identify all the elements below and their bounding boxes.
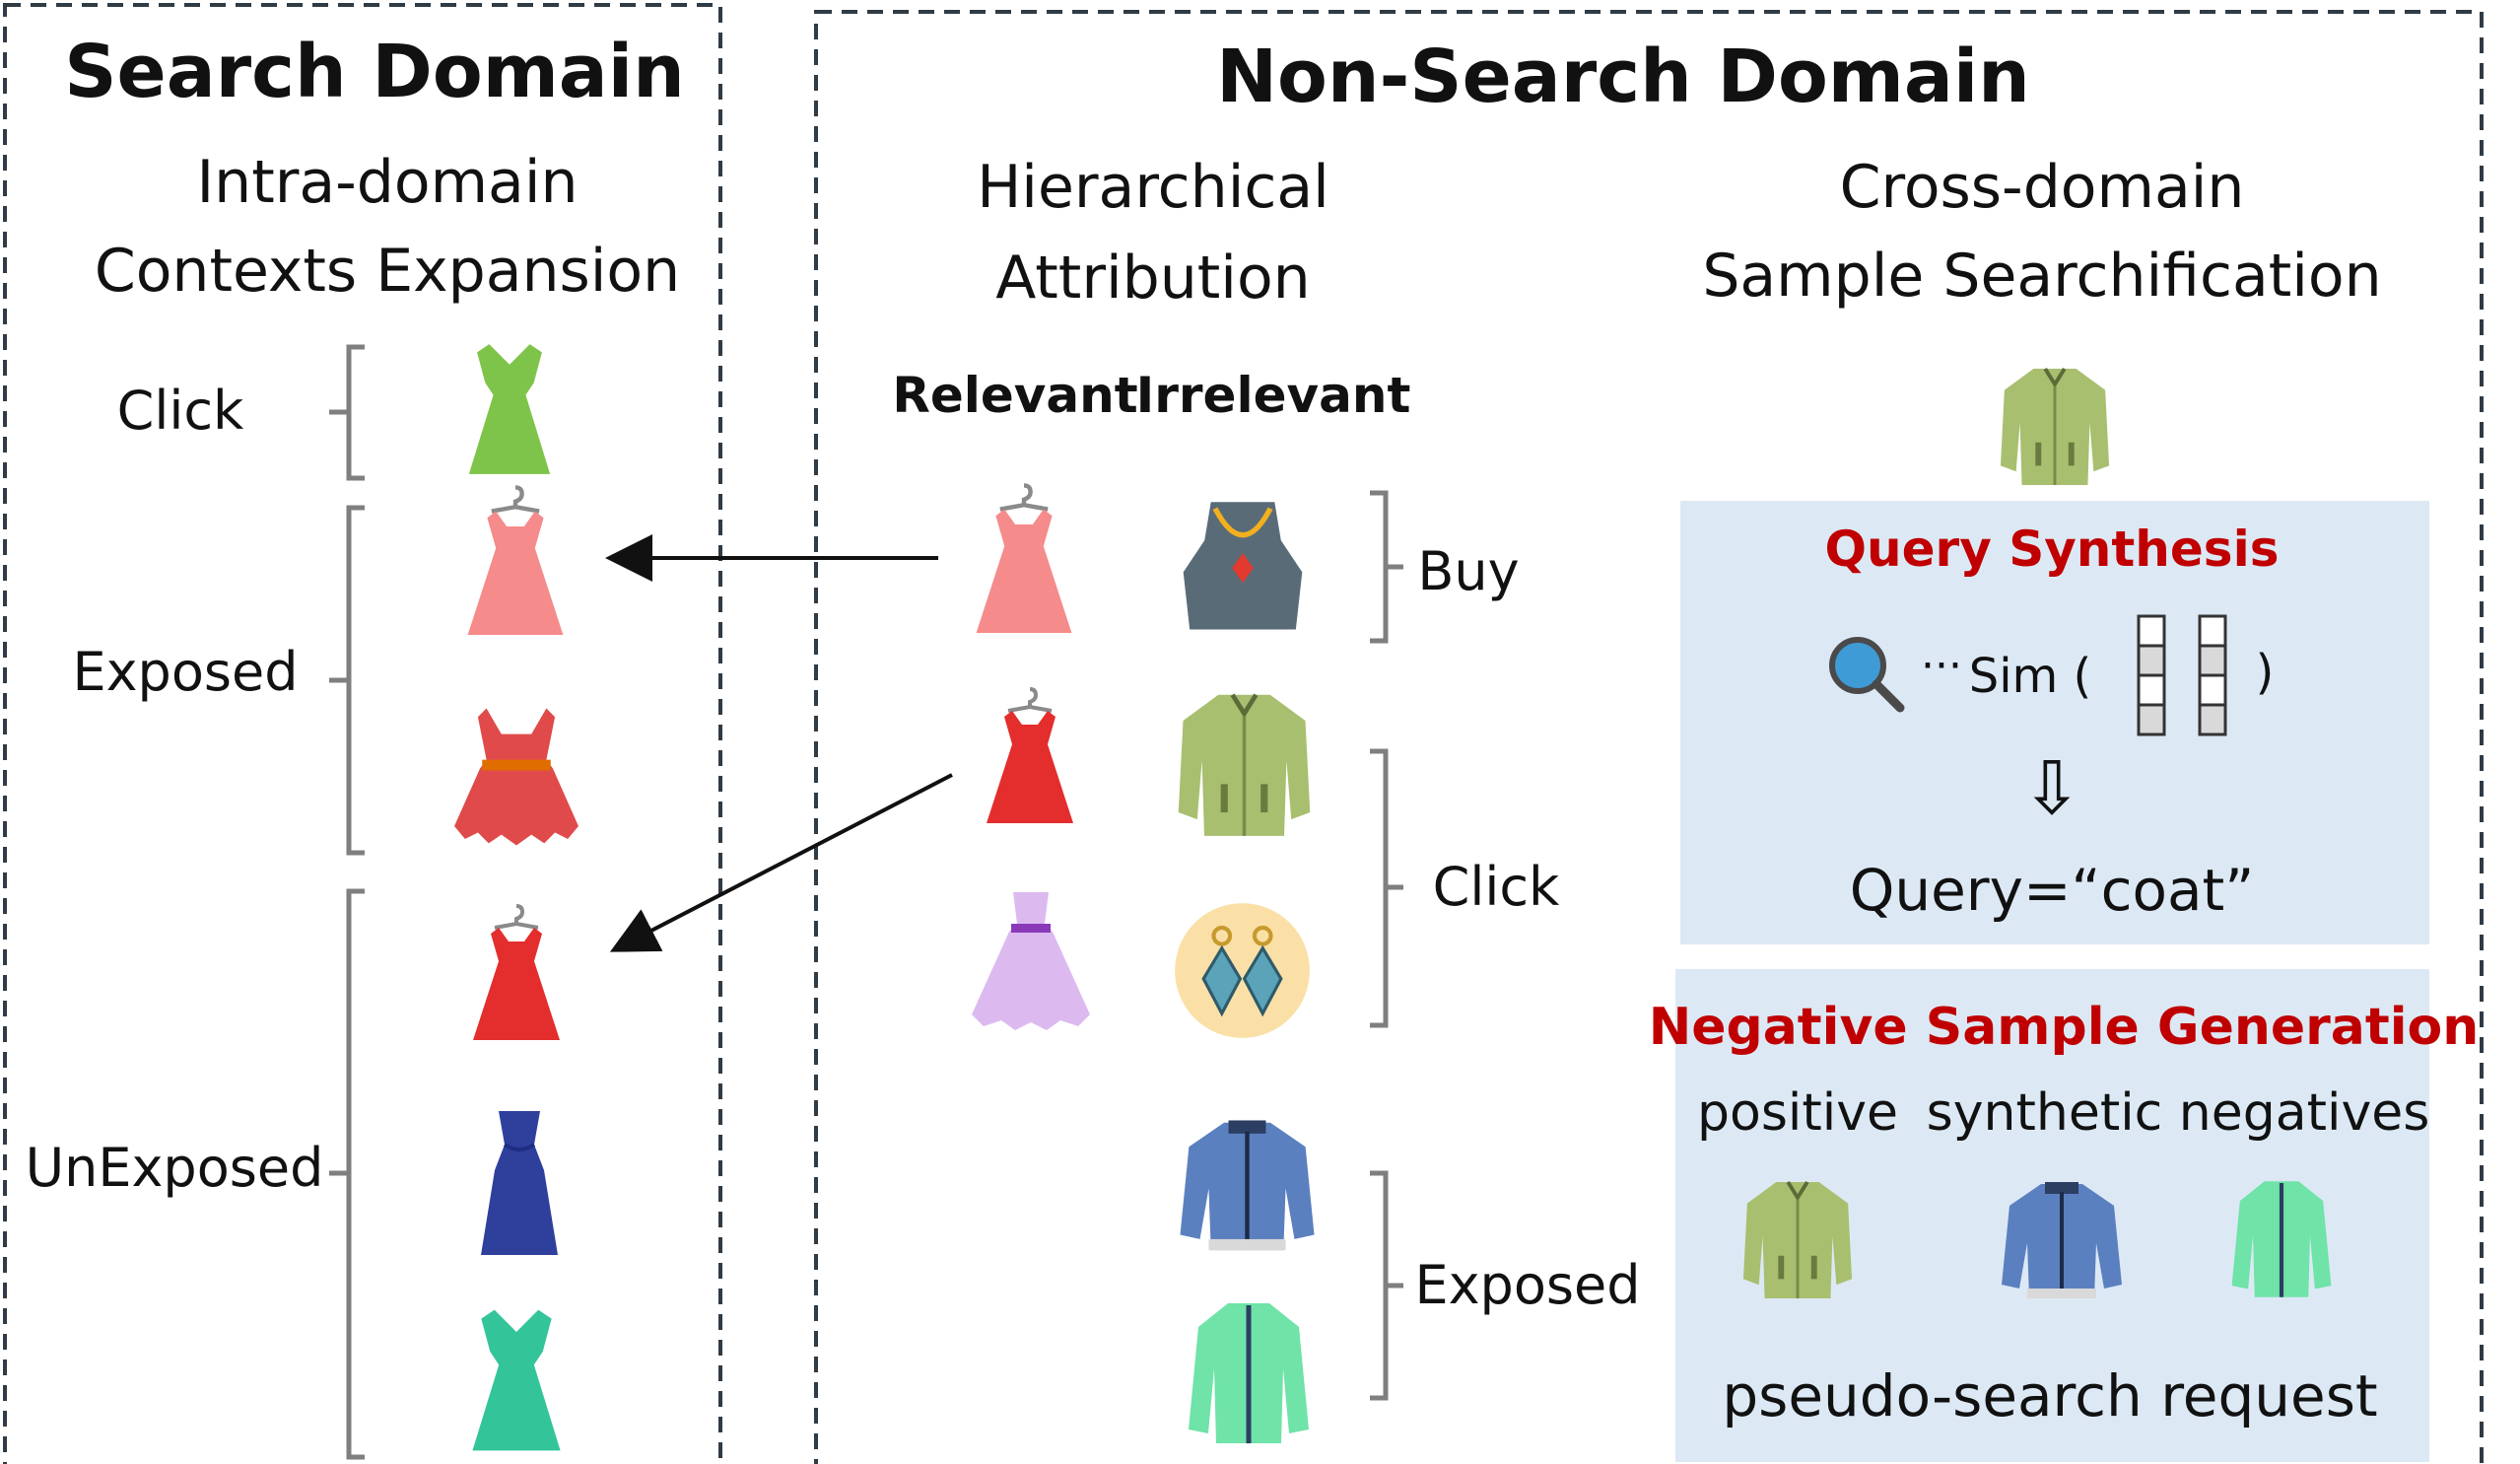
cross-domain-line2: Sample Searchification [1702,242,2381,311]
non-search-domain-title: Non-Search Domain [1216,35,2030,119]
search-unexposed-group: UnExposed [26,888,561,1460]
navy-gown-icon [481,1111,558,1255]
search-exposed-bracket [329,505,365,856]
non-search-click-bracket [1370,748,1403,1028]
arrow-relevant-click-to-unexposed [609,773,953,952]
green-dress-icon [468,344,551,474]
search-unexposed-bracket [329,888,365,1460]
olive-coat-icon [1179,695,1311,836]
relevant-column-header: Relevant [892,367,1137,424]
query-synthesis-background [1680,501,2429,944]
magnifier-icon [1829,637,1905,713]
relevant-pink-dress-icon [977,485,1072,633]
query-result-text: Query=“coat” [1850,857,2255,924]
buy-bracket [1370,490,1403,644]
necklace-bust-icon [1184,502,1303,629]
hierarchical-line1: Hierarchical [977,153,1329,222]
cross-domain-line1: Cross-domain [1840,153,2245,222]
red-ruffled-dress-icon [454,708,579,846]
synthetic-negatives-label: synthetic negatives [1927,1083,2430,1143]
sim-open-text: Sim ( [1969,649,2092,704]
negative-denim-jacket-icon [2002,1182,2122,1298]
search-domain-title: Search Domain [64,30,685,114]
search-unexposed-label: UnExposed [26,1137,324,1199]
ellipsis-text: ··· [1921,641,1962,691]
search-domain-frame [3,3,722,1464]
search-domain-subtitle-line1: Intra-domain [196,148,578,217]
denim-jacket-icon [1180,1120,1314,1250]
search-click-bracket [329,344,365,481]
search-exposed-label: Exposed [72,641,298,703]
search-click-group: Click [117,344,551,481]
non-search-exposed-label: Exposed [1414,1254,1640,1316]
negative-mint-jacket-icon [2232,1181,2332,1296]
attribution-exposed-group: Exposed [1180,1120,1641,1443]
negative-sample-panel: Negative Sample Generation positive synt… [1649,969,2480,1462]
embedding-vector-right-icon [2198,614,2227,736]
non-search-exposed-bracket [1370,1170,1403,1401]
negative-sample-title: Negative Sample Generation [1649,998,2480,1057]
search-domain-subtitle-line2: Contexts Expansion [95,237,680,306]
attribution-buy-group: Buy [977,485,1520,644]
query-synthesis-panel: Query Synthesis ··· Sim ( ) ⇩ Query=“coa… [1680,501,2429,944]
down-arrow-icon: ⇩ [2021,746,2082,831]
lavender-ballgown-icon [972,892,1090,1030]
mint-jacket-icon [1189,1303,1309,1443]
irrelevant-column-header: Irrelevant [1136,367,1411,424]
pink-dress-on-hanger-icon [468,487,564,635]
hierarchical-line2: Attribution [995,244,1310,313]
search-click-label: Click [117,380,244,442]
attribution-click-group: Click [972,689,1560,1038]
teal-dress-icon [472,1309,561,1451]
earrings-icon [1175,903,1310,1038]
embedding-vector-left-icon [2137,614,2166,736]
red-wrap-dress-on-hanger-icon [473,906,560,1040]
pseudo-search-request-text: pseudo-search request [1722,1362,2377,1429]
sim-close-text: ) [2256,645,2275,700]
query-synthesis-title: Query Synthesis [1825,521,2280,578]
non-search-domain-frame [814,10,2484,1464]
relevant-red-wrap-dress-icon [987,689,1073,823]
non-search-click-label: Click [1433,856,1560,918]
buy-label: Buy [1417,540,1519,602]
query-item-coat-icon [1998,367,2112,487]
positive-label: positive [1697,1083,1898,1143]
search-exposed-group: Exposed [72,487,579,856]
